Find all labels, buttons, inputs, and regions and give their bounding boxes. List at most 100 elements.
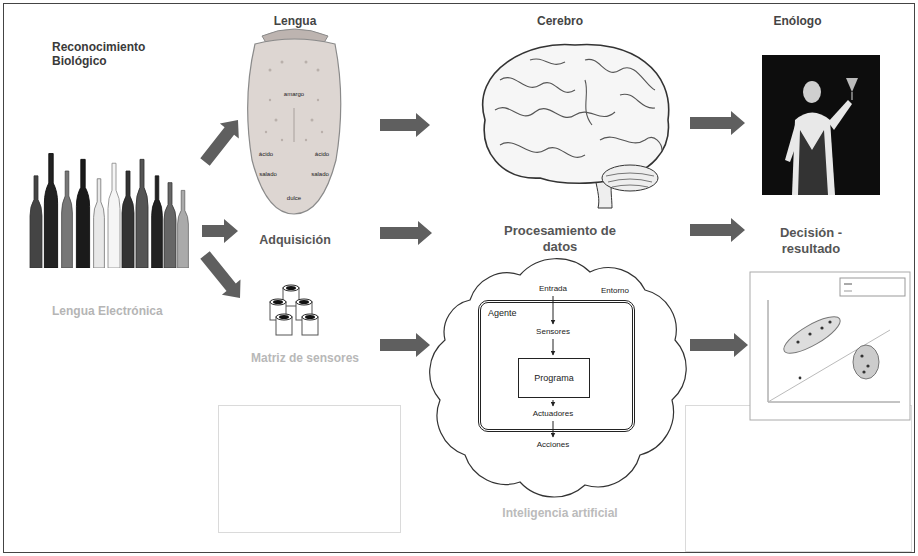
label-slot: Sensores [535,327,571,337]
bottle [76,159,89,268]
wine-glass [846,78,858,92]
label-slot: Actuadores [532,409,574,419]
node-text: Matriz de sensores [240,351,370,365]
node-text: Agente [488,308,625,319]
sensor-group: Matriz de sensores [240,283,370,365]
label-slot: ácido [258,150,274,158]
shirt [792,113,835,196]
block-arrow [690,333,748,357]
taste-zone: amargo [283,90,305,98]
agent-term: Actuadores [532,409,574,419]
cloud-outline [430,259,686,497]
winemaker-group: Enólogo [750,14,845,204]
data-points [796,320,869,379]
stage-label: Procesamiento de datos [485,216,635,262]
bottle [164,183,176,268]
bottle [178,190,189,268]
taste-zone: salado [258,170,278,178]
wine-bottles [30,154,188,268]
program-box: Programa [518,358,590,398]
scatter-plot [750,272,910,420]
label-slot: Acciones [536,440,570,450]
white-frame [686,406,912,552]
photo-background [762,55,880,195]
node-text: Programa [522,373,586,384]
agent-term: Sensores [535,327,571,337]
bottle [136,159,148,268]
brain-outline [483,44,669,183]
block-arrow [200,251,240,298]
brain-illustration [483,44,669,208]
agent-term: Acciones [536,440,570,450]
label-slot: salado [310,170,330,178]
legend-sample [844,284,852,285]
taste-zone: salado [310,170,330,178]
block-arrow [380,221,432,245]
tongue-illustration [248,29,341,214]
bottle [152,176,163,268]
label-slot: ácido [314,150,330,158]
node-text: Procesamiento de datos [485,223,635,254]
label-slot: salado [258,170,278,178]
legend-sample [844,291,852,292]
cluster [779,310,844,359]
raised-arm [828,100,852,130]
page-frame [4,4,915,553]
tongue-group: Lengua [240,14,350,214]
agent-term: Entrada [538,284,568,294]
block-arrow [380,113,430,137]
block-arrow [202,219,238,243]
cerebellum-folds [606,173,654,187]
node-text: Lengua Electrónica [52,304,200,318]
papillae [265,61,323,142]
brain-group: Cerebro [440,14,680,204]
cerebellum [602,165,658,191]
bottle [122,171,134,268]
winemaker-photo [762,55,880,195]
block-arrow [690,218,745,242]
node-text: Inteligencia artificial [430,506,690,520]
median-groove [294,108,295,142]
cluster [853,345,879,379]
stage-label: Decisión - resultado [752,216,870,266]
axis [768,330,890,402]
white-frame [219,406,401,533]
cloud-illustration [430,259,748,497]
stage-label: Adquisición [240,228,350,252]
tongue [248,39,341,214]
bottle [108,163,120,268]
label-slot: Entrada [538,284,568,294]
node-text: Enólogo [750,14,845,28]
ai-cloud: Inteligencia artificial AgentePrograma [430,262,690,520]
axis [768,402,900,403]
bottles-group: Reconocimiento BiológicoLengua Electróni… [20,40,200,318]
vest [798,130,828,195]
node-text: Reconocimiento Biológico [52,40,152,69]
glass-stem [851,92,852,100]
bottle [62,171,73,268]
bottle [94,179,105,268]
node-text: Cerebro [440,14,680,28]
bottle [30,176,42,268]
plot-legend-box [840,278,905,296]
agent-term: Entorno [600,286,630,296]
block-arrow [380,333,430,357]
bottle [44,154,57,268]
taste-zone: dulce [286,194,302,202]
node-text: Decisión - resultado [752,225,870,256]
axis [768,300,769,402]
label-slot: amargo [283,90,305,98]
brain-gyri [495,59,662,157]
label-slot: Entorno [600,286,630,296]
taste-zone: ácido [258,150,274,158]
taste-zone: ácido [314,150,330,158]
node-text: Adquisición [240,233,350,248]
block-arrow [200,120,239,166]
label-slot: dulce [286,194,302,202]
sensor-array [270,285,318,335]
plot-panel [750,272,910,420]
head [803,81,821,103]
